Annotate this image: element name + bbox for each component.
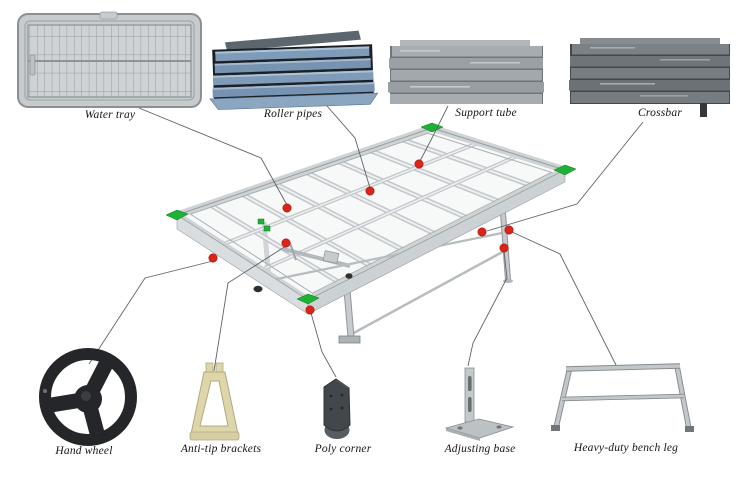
rail-poly-corner: [345, 273, 353, 279]
anti-tip-bracket-image: [189, 362, 240, 441]
green-corner: [553, 164, 577, 176]
water-tray-image: [17, 11, 202, 108]
frame-corner-clips: [165, 122, 577, 305]
frame-legs: [266, 212, 513, 344]
label-hand-wheel: Hand wheel: [55, 445, 113, 457]
marker-bench-leg: [504, 225, 514, 235]
top-pipe: [224, 30, 361, 52]
marker-water-tray: [282, 203, 292, 213]
marker-support-tube: [414, 159, 424, 169]
frame-top-surface: [177, 128, 565, 300]
crossbar-foot-peg: [700, 103, 707, 117]
label-crossbar: Crossbar: [638, 107, 682, 119]
leader-bench-leg: [511, 231, 618, 368]
leader-adjusting-base: [467, 250, 508, 367]
roller-pipes-image: [209, 30, 379, 110]
frame-cross-members: [206, 136, 536, 286]
frame-diagonal-brace: [266, 231, 503, 283]
frame-leg-foot: [338, 335, 361, 344]
bench-leg-image: [551, 363, 694, 432]
support-tube-image: [388, 40, 544, 104]
callout-markers: [208, 159, 514, 315]
label-anti-tip-brackets: Anti-tip brackets: [180, 443, 262, 455]
green-corner: [165, 209, 189, 221]
label-adjusting-base: Adjusting base: [444, 443, 516, 455]
label-support-tube: Support tube: [455, 107, 517, 119]
tray-notch: [99, 11, 118, 20]
marker-adjusting-base: [499, 243, 509, 253]
label-poly-corner: Poly corner: [314, 443, 372, 455]
pipes-base-flange: [209, 92, 379, 110]
leader-support-tube: [419, 105, 449, 162]
green-corner: [420, 122, 444, 133]
marker-anti-tip-brackets: [281, 238, 291, 248]
leader-anti-tip-brackets: [213, 245, 287, 372]
tray-slot: [29, 54, 36, 76]
crossbar-image: [569, 38, 730, 117]
leader-water-tray: [138, 107, 288, 206]
leader-hand-wheel: [88, 260, 214, 365]
poly-corner-image: [323, 378, 351, 439]
leg-foot: [685, 426, 694, 432]
label-water-tray: Water tray: [84, 109, 136, 121]
leg-foot: [551, 425, 560, 431]
adjusting-base-image: [444, 367, 515, 441]
marker-crossbar: [477, 227, 487, 237]
green-corner: [296, 293, 320, 305]
marker-hand-wheel: [208, 253, 218, 263]
leader-roller-pipes: [326, 105, 371, 189]
bench-frame-illustration: [165, 122, 577, 344]
frame-diagonal-brace: [349, 248, 507, 337]
leader-crossbar: [486, 121, 644, 232]
marker-roller-pipes: [365, 186, 375, 196]
label-roller-pipes: Roller pipes: [263, 108, 323, 120]
frame-drive-assembly: [282, 242, 351, 268]
label-bench-leg: Heavy-duty bench leg: [573, 442, 679, 454]
leader-lines: [88, 105, 644, 378]
bracket-base: [189, 431, 240, 441]
base-plate: [444, 418, 515, 439]
rail-poly-corner: [253, 285, 263, 293]
leader-poly-corner: [310, 312, 337, 378]
hand-wheel-image: [39, 348, 137, 446]
marker-poly-corner: [305, 305, 315, 315]
